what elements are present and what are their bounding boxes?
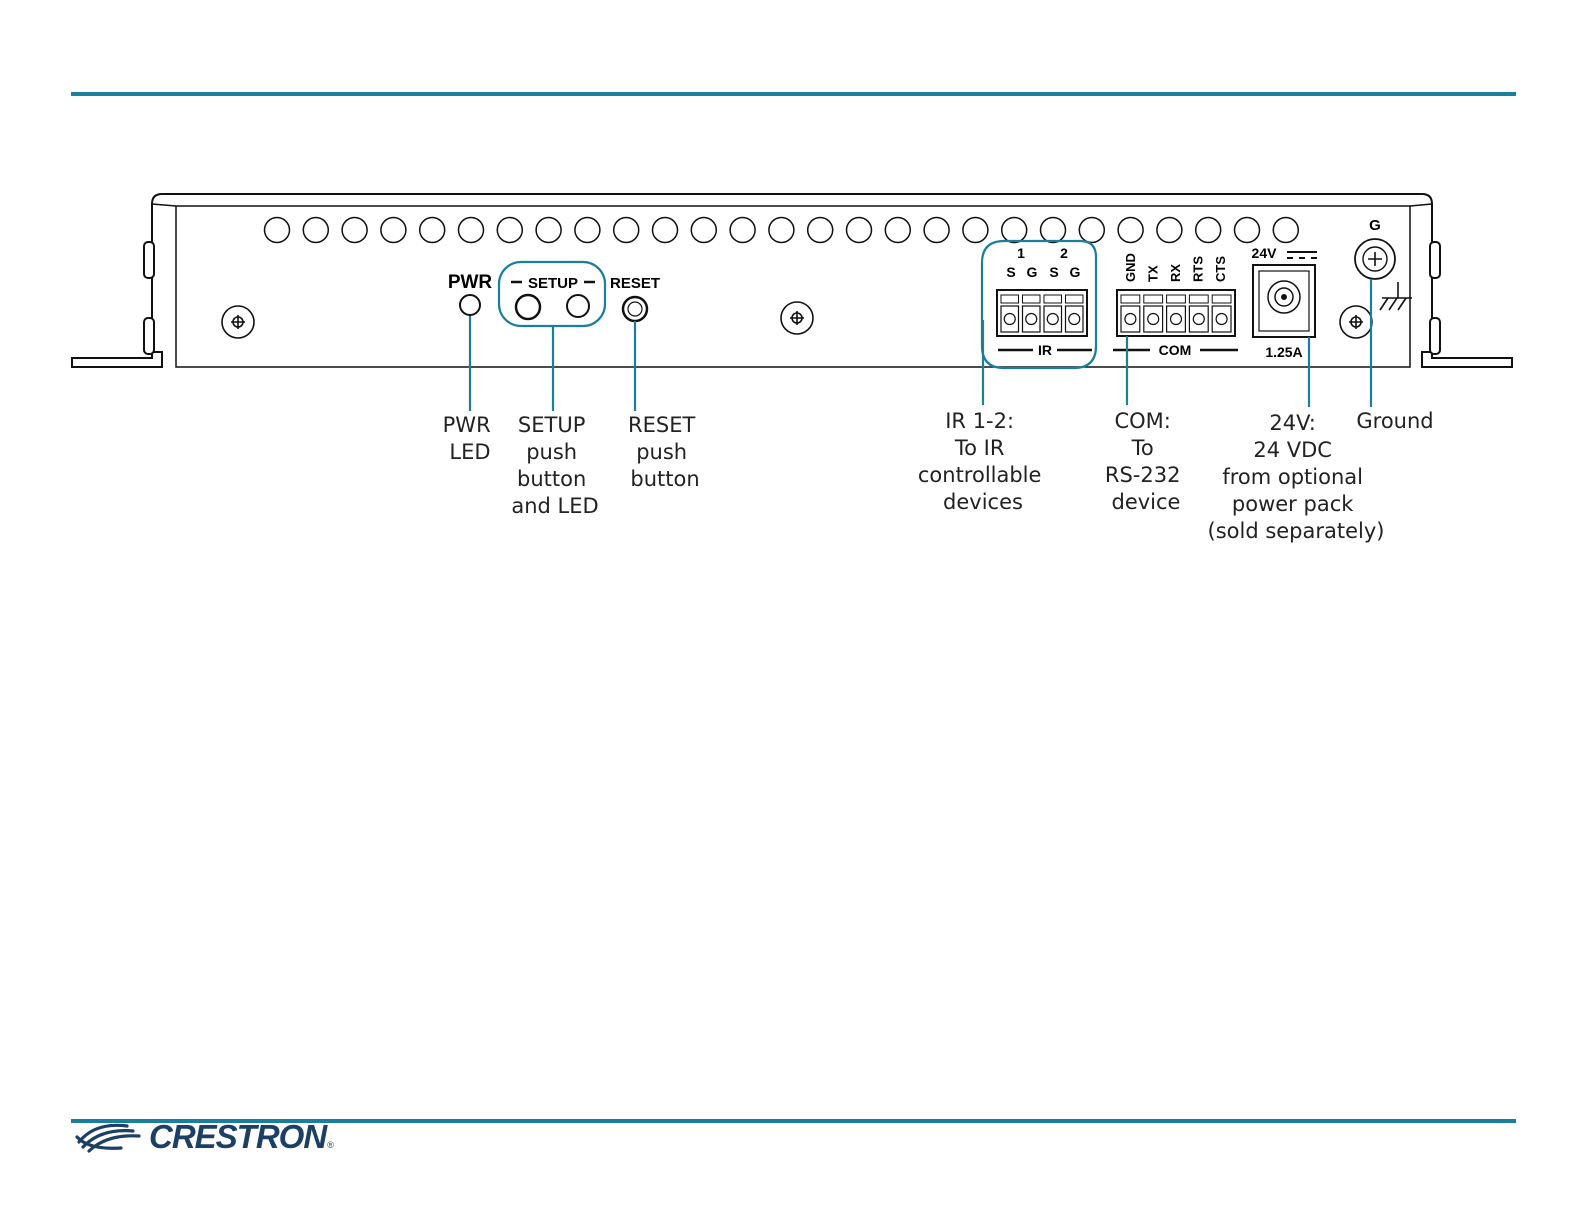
ir-number-1: 1 <box>1017 245 1025 261</box>
vent-hole <box>303 218 328 243</box>
vent-hole <box>497 218 522 243</box>
power-panel-label: 24V <box>1252 245 1278 261</box>
power-jack: 24V 1.25A <box>1252 245 1317 360</box>
terminal-cell <box>1167 306 1186 332</box>
terminal-clamp <box>1001 295 1019 303</box>
ground-terminal: G <box>1355 217 1412 310</box>
pwr-panel-label: PWR <box>448 272 493 293</box>
terminal-clamp <box>1212 295 1231 303</box>
ir-pin-label: G <box>1027 264 1038 280</box>
screw-icon <box>781 302 813 334</box>
pwr-led <box>460 295 480 315</box>
callout-com: COM: To RS-232 device <box>1105 409 1187 514</box>
logo-wordmark: CRESTRON <box>149 1118 326 1156</box>
vent-hole <box>459 218 484 243</box>
vent-hole <box>420 218 445 243</box>
power-rating-label: 1.25A <box>1265 344 1302 360</box>
vent-hole <box>808 218 833 243</box>
vent-hole <box>1118 218 1143 243</box>
vent-hole <box>963 218 988 243</box>
vent-hole <box>1079 218 1104 243</box>
vent-hole <box>1273 218 1298 243</box>
terminal-cell <box>1212 306 1231 332</box>
terminal-cell <box>1044 306 1062 332</box>
screw-icon <box>222 306 254 338</box>
vent-hole <box>342 218 367 243</box>
setup-button[interactable] <box>516 295 540 319</box>
crestron-swirl-icon <box>75 1120 143 1154</box>
com-pin-label: TX <box>1146 265 1161 282</box>
callout-reset: RESET push button <box>628 413 702 491</box>
vent-hole <box>381 218 406 243</box>
dc-symbol-icon <box>1287 252 1317 258</box>
setup-panel-label: SETUP <box>528 275 578 292</box>
vent-holes <box>265 218 1299 243</box>
vent-hole <box>691 218 716 243</box>
callout-ground: Ground <box>1356 409 1433 433</box>
logo-registered-mark: ® <box>327 1140 334 1150</box>
vent-hole <box>1002 218 1027 243</box>
terminal-cell <box>1189 306 1208 332</box>
vent-hole <box>730 218 755 243</box>
terminal-clamp <box>1121 295 1140 303</box>
com-pin-label: RTS <box>1191 256 1206 282</box>
vent-hole <box>653 218 678 243</box>
terminal-clamp <box>1189 295 1208 303</box>
vent-hole <box>1235 218 1260 243</box>
vent-hole <box>885 218 910 243</box>
vent-hole <box>924 218 949 243</box>
setup-led <box>567 295 589 317</box>
screw-icon <box>1340 306 1372 338</box>
ir-number-2: 2 <box>1060 245 1068 261</box>
com-pin-label: RX <box>1168 264 1183 282</box>
ground-panel-label: G <box>1369 217 1381 234</box>
terminal-clamp <box>1066 295 1084 303</box>
vent-hole <box>1196 218 1221 243</box>
vent-hole <box>1041 218 1066 243</box>
com-pin-label: CTS <box>1213 256 1228 282</box>
vent-hole <box>536 218 561 243</box>
vent-hole <box>1157 218 1182 243</box>
vent-hole <box>614 218 639 243</box>
terminal-clamp <box>1044 295 1062 303</box>
com-panel-label: COM <box>1159 342 1192 358</box>
ir-panel-label: IR <box>1038 342 1052 358</box>
callout-ir: IR 1-2: To IR controllable devices <box>918 409 1048 514</box>
terminal-cell <box>1121 306 1140 332</box>
com-pin-label: GND <box>1123 253 1138 282</box>
reset-button[interactable] <box>623 297 647 321</box>
terminal-clamp <box>1144 295 1163 303</box>
ir-port: 1 2 S G S G IR <box>997 245 1092 358</box>
terminal-cell <box>1001 306 1019 332</box>
vent-hole <box>769 218 794 243</box>
terminal-cell <box>1023 306 1041 332</box>
ground-symbol-icon <box>1380 282 1412 310</box>
reset-panel-label: RESET <box>610 275 660 292</box>
ir-pin-label: S <box>1006 264 1015 280</box>
callout-setup: SETUP push button and LED <box>511 413 598 518</box>
callout-labels: PWR LED SETUP push button and LED RESET … <box>443 409 1434 543</box>
vent-hole <box>575 218 600 243</box>
com-port: GND TX RX RTS CTS COM <box>1113 253 1238 358</box>
terminal-clamp <box>1023 295 1041 303</box>
crestron-logo: CRESTRON ® <box>75 1118 334 1156</box>
vent-hole <box>847 218 872 243</box>
ir-pin-label: S <box>1049 264 1058 280</box>
terminal-cell <box>1066 306 1084 332</box>
callout-pwr: PWR LED <box>443 413 498 464</box>
terminal-clamp <box>1167 295 1186 303</box>
vent-hole <box>265 218 290 243</box>
terminal-cell <box>1144 306 1163 332</box>
ir-pin-label: G <box>1070 264 1081 280</box>
